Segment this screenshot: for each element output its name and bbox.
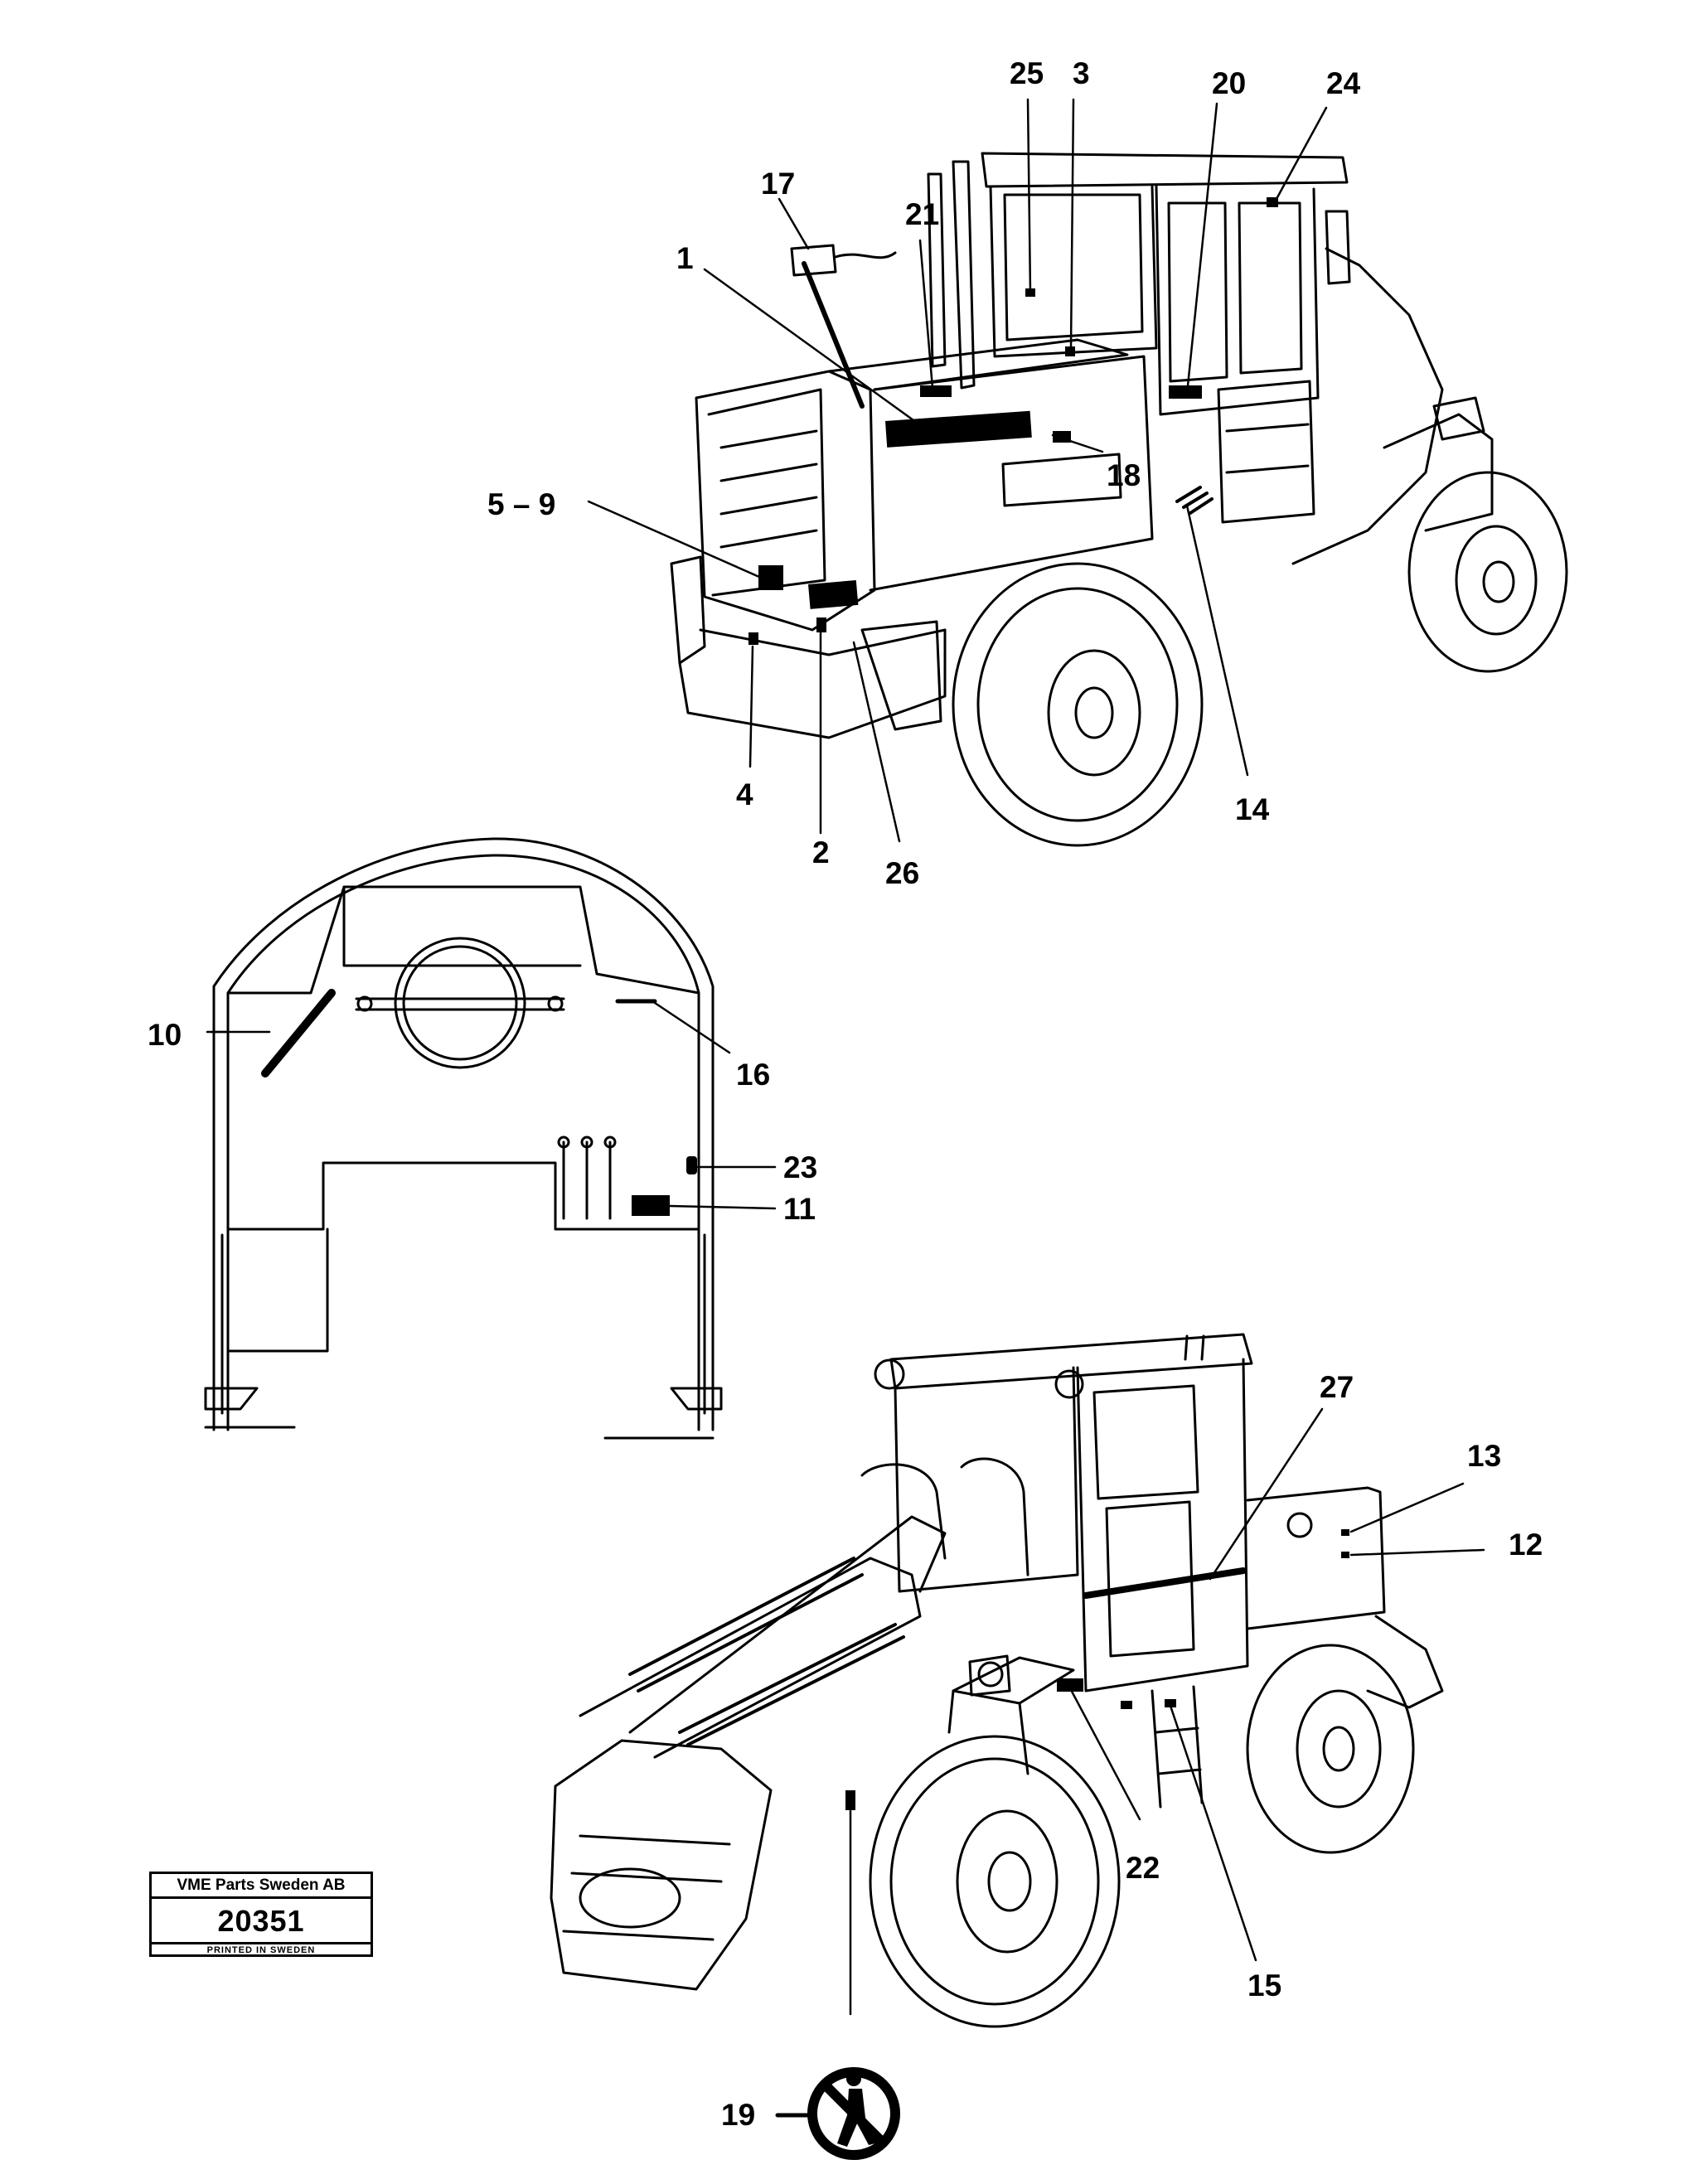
callout-18: 18 (1107, 458, 1141, 492)
title-block-printed: PRINTED IN SWEDEN (206, 1945, 316, 1955)
callout-26: 26 (885, 856, 920, 890)
callout-25: 25 (1010, 56, 1044, 90)
callout-4: 4 (736, 777, 753, 811)
callout-23: 23 (783, 1150, 818, 1184)
callout-15: 15 (1247, 1969, 1282, 2002)
callout-20: 20 (1212, 66, 1247, 100)
callout-14: 14 (1235, 792, 1270, 826)
callout-22: 22 (1126, 1851, 1160, 1885)
title-block: VME Parts Sweden AB 20351 PRINTED IN SWE… (149, 1872, 373, 1957)
callout-17: 17 (761, 167, 796, 201)
callout-24: 24 (1326, 66, 1361, 100)
callout-19: 19 (721, 2098, 756, 2132)
rear-view-loader-drawing (670, 152, 1568, 847)
callout-12: 12 (1509, 1528, 1543, 1562)
title-block-company: VME Parts Sweden AB (152, 1874, 371, 1899)
callout-27: 27 (1320, 1370, 1354, 1404)
cab-interior-leader-lines (210, 1001, 777, 1210)
title-block-number: 20351 (152, 1899, 371, 1944)
callout-1: 1 (676, 241, 694, 275)
callout-10: 10 (148, 1018, 182, 1052)
front-view-loader-drawing (550, 1333, 1444, 2028)
callout-11: 11 (783, 1192, 816, 1226)
callout-3: 3 (1073, 56, 1090, 90)
rear-view-leader-lines (587, 98, 1328, 843)
callout-13: 13 (1467, 1439, 1502, 1473)
callout-16: 16 (736, 1058, 771, 1092)
no-pedestrians-sign-icon (807, 2067, 900, 2160)
callout-2: 2 (812, 835, 830, 869)
callout-21: 21 (905, 197, 940, 231)
cab-interior-drawing (204, 837, 723, 1440)
callout-5-9: 5 – 9 (487, 487, 556, 521)
front-view-leader-lines (775, 1407, 1485, 2118)
